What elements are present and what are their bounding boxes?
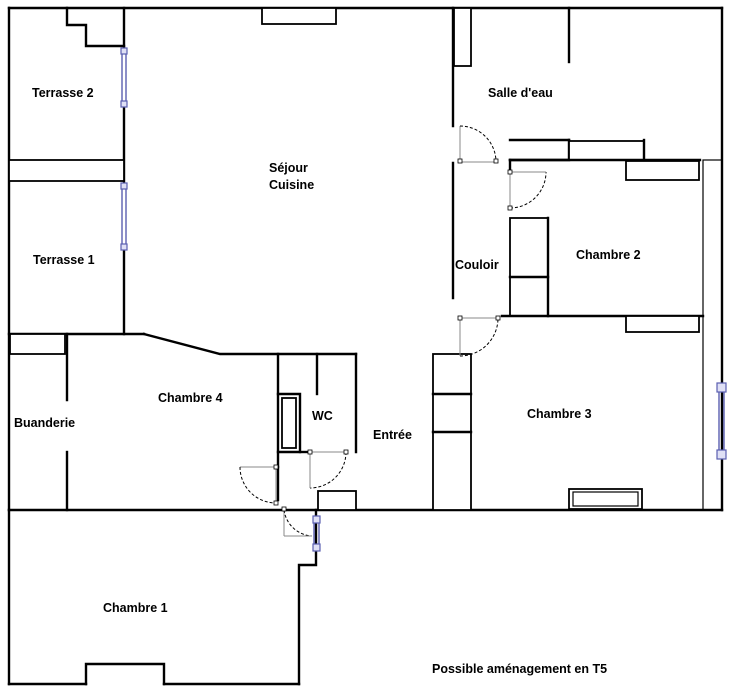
label-chambre3: Chambre 3 <box>527 407 592 421</box>
window-entree <box>312 515 321 552</box>
plan-caption: Possible aménagement en T5 <box>432 662 607 676</box>
label-buanderie: Buanderie <box>14 416 75 430</box>
label-terrasse2: Terrasse 2 <box>32 86 94 100</box>
label-salle-deau: Salle d'eau <box>488 86 553 100</box>
doors <box>239 125 547 537</box>
door-chambre1 <box>281 506 313 537</box>
room-labels: Terrasse 2 Séjour Cuisine Salle d'eau Te… <box>14 86 641 615</box>
label-couloir: Couloir <box>455 258 499 272</box>
outer-walls <box>7 6 724 686</box>
label-wc: WC <box>312 409 333 423</box>
windows <box>120 47 727 552</box>
label-entree: Entrée <box>373 428 412 442</box>
label-chambre4: Chambre 4 <box>158 391 223 405</box>
label-chambre2: Chambre 2 <box>576 248 641 262</box>
door-salle-deau <box>457 125 499 164</box>
door-wc <box>307 449 349 489</box>
door-chambre3 <box>457 315 501 357</box>
window-terrasse2 <box>120 47 128 108</box>
interior-walls <box>7 6 723 512</box>
label-chambre1: Chambre 1 <box>103 601 168 615</box>
window-terrasse1 <box>120 182 128 251</box>
label-cuisine: Cuisine <box>269 178 314 192</box>
window-chambre3 <box>716 382 727 460</box>
label-sejour: Séjour <box>269 161 308 175</box>
door-chambre4 <box>239 464 279 506</box>
door-chambre2 <box>507 169 547 211</box>
label-terrasse1: Terrasse 1 <box>33 253 95 267</box>
